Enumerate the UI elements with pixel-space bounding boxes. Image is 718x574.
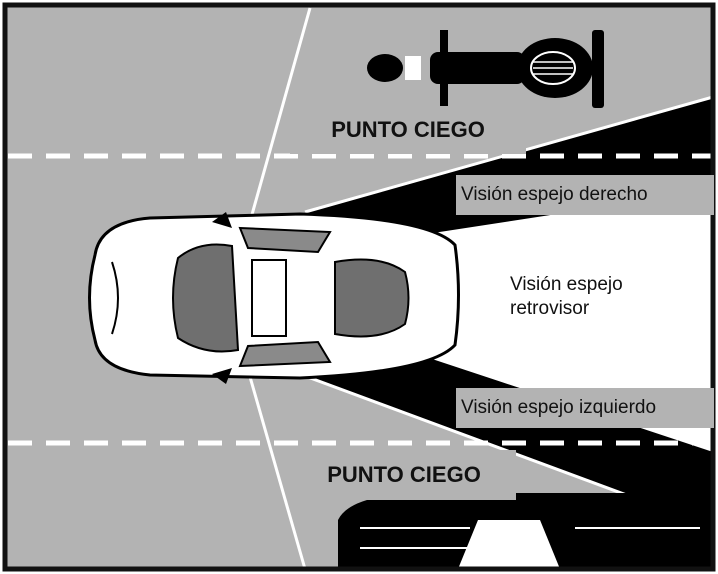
car-top-view-icon — [88, 212, 460, 384]
motorcycle-top-view-icon — [367, 30, 604, 108]
rear-mirror-vision-label: Visión espejo retrovisor — [510, 273, 623, 321]
left-mirror-vision-label: Visión espejo izquierdo — [456, 388, 714, 428]
blind-spot-top-label: PUNTO CIEGO — [290, 106, 526, 154]
vehicle-top-view-icon — [338, 493, 713, 569]
rear-mirror-vision-label-line2: retrovisor — [510, 298, 590, 319]
blind-spot-bottom-label: PUNTO CIEGO — [292, 450, 516, 500]
rear-mirror-vision-label-line1: Visión espejo — [510, 274, 623, 295]
rear-mirror-vision-zone — [420, 190, 713, 452]
right-mirror-vision-label: Visión espejo derecho — [456, 175, 714, 215]
